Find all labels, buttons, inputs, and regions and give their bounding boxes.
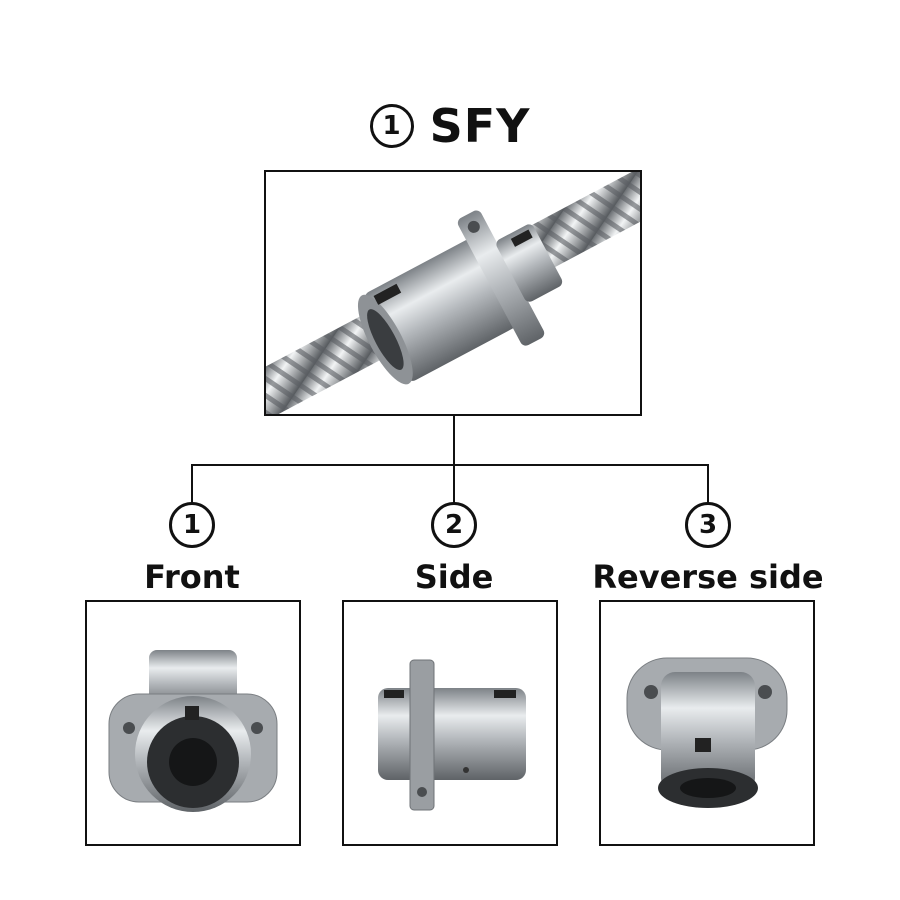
front-view-frame: [85, 600, 301, 846]
title-number-badge: 1: [369, 104, 414, 148]
connector-drop-side: [453, 464, 455, 504]
connector-trunk: [453, 416, 455, 466]
view-label-reverse: Reverse side: [592, 558, 824, 596]
view-number-front: 1: [169, 502, 215, 548]
connector-drop-reverse: [707, 464, 709, 504]
view-label-front: Front: [144, 558, 240, 596]
ball-screw-nut-image: [266, 172, 640, 414]
main-image-frame: [264, 170, 642, 416]
page-title: SFY: [429, 99, 531, 153]
side-view-frame: [342, 600, 558, 846]
view-number-side: 2: [431, 502, 477, 548]
title-row: 1 SFY: [0, 96, 900, 156]
connector-branch: [191, 464, 709, 466]
front-view-image: [108, 650, 278, 812]
connector-drop-front: [191, 464, 193, 504]
view-number-reverse: 3: [685, 502, 731, 548]
side-view-image: [378, 659, 526, 811]
reverse-view-image: [626, 657, 788, 808]
reverse-view-frame: [599, 600, 815, 846]
view-label-side: Side: [414, 558, 494, 596]
